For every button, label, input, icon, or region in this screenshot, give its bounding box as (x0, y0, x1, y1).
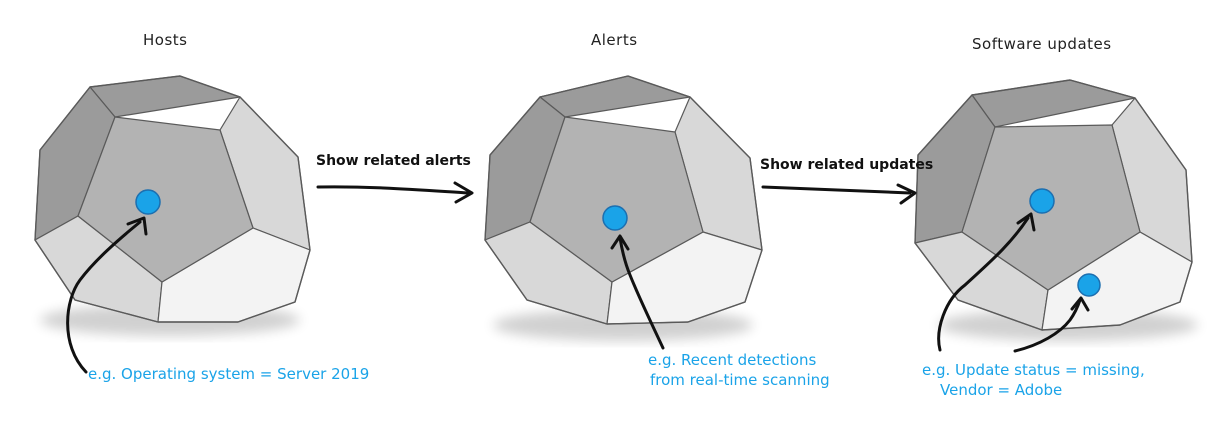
node-title-updates: Software updates (972, 35, 1112, 53)
alerts-dodecahedron (484, 75, 763, 341)
updates-outline (914, 79, 1193, 331)
hosts-face-top (89, 75, 241, 118)
hosts-face-front (77, 116, 254, 283)
annotation-alerts-line-2: from real-time scanning (650, 371, 830, 389)
edge-label-show-related-updates[interactable]: Show related updates (760, 157, 934, 173)
updates-face-top (971, 79, 1136, 128)
edge-label-show-related-alerts[interactable]: Show related alerts (316, 153, 471, 169)
connector-arrow-alerts-updates (761, 183, 917, 205)
connector-arrow-hosts-alerts (316, 181, 474, 204)
node-title-alerts: Alerts (591, 31, 638, 49)
annotation-updates-line-1: e.g. Update status = missing, (922, 361, 1145, 379)
annotation-hosts-line-1: e.g. Operating system = Server 2019 (88, 365, 370, 383)
node-title-hosts: Hosts (143, 31, 188, 49)
updates-dot-2[interactable] (1077, 273, 1101, 297)
alerts-face-front (529, 116, 704, 283)
annotation-arrow-alerts (610, 234, 665, 350)
annotation-arrow-updates-2 (1013, 296, 1090, 353)
annotation-updates: e.g. Update status = missing, Vendor = A… (922, 360, 1145, 400)
annotation-alerts-line-1: e.g. Recent detections (648, 351, 817, 369)
alerts-outline (484, 75, 763, 325)
annotation-arrow-hosts (66, 216, 148, 374)
hosts-dodecahedron (34, 75, 311, 336)
alerts-face-top (539, 75, 691, 118)
updates-dodecahedron (914, 79, 1198, 341)
annotation-alerts: e.g. Recent detections from real-time sc… (648, 350, 830, 390)
annotation-updates-line-2: Vendor = Adobe (940, 381, 1063, 399)
hosts-outline (34, 75, 311, 323)
annotation-arrow-updates-1 (937, 212, 1036, 352)
hosts-dot[interactable] (135, 189, 161, 215)
updates-dot-1[interactable] (1029, 188, 1055, 214)
alerts-dot[interactable] (602, 205, 628, 231)
annotation-hosts: e.g. Operating system = Server 2019 (88, 364, 369, 384)
